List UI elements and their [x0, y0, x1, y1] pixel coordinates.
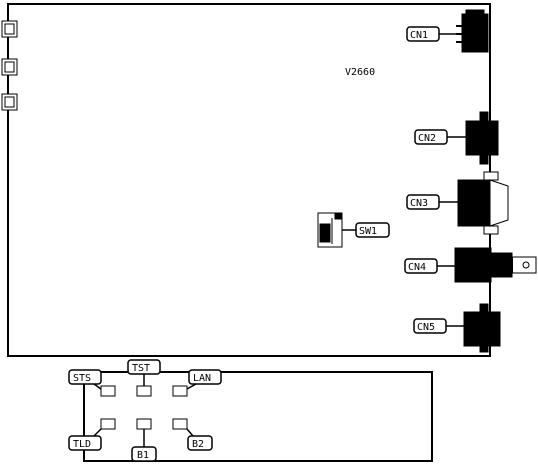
cn1-callout: CN1	[406, 26, 456, 42]
tld-label: TLD	[73, 439, 91, 450]
tld-callout: TLD	[68, 428, 102, 451]
b2-label: B2	[192, 439, 204, 450]
sts-callout: STS	[68, 369, 102, 390]
cn3-callout: CN3	[406, 194, 458, 210]
tst-callout: TST	[127, 359, 161, 386]
b1-label: B1	[137, 450, 149, 461]
tst-label: TST	[132, 363, 150, 374]
led-lan	[172, 385, 188, 397]
cn1-label: CN1	[410, 30, 428, 41]
cn4-connector	[454, 247, 537, 283]
led-tld	[100, 418, 116, 430]
sts-label: STS	[73, 373, 91, 384]
sw1-callout: SW1	[342, 222, 390, 238]
b1-callout: B1	[131, 429, 157, 462]
cn5-connector	[463, 303, 501, 353]
left-edge-tabs	[1, 20, 18, 111]
cn4-label: CN4	[408, 262, 426, 273]
cn1-connector	[456, 9, 489, 53]
cn2-callout: CN2	[414, 129, 466, 145]
lan-callout: LAN	[186, 369, 222, 390]
cn2-label: CN2	[418, 133, 436, 144]
cn4-callout: CN4	[404, 258, 455, 274]
lan-label: LAN	[193, 373, 211, 384]
sw1-label: SW1	[359, 226, 377, 237]
led-b2	[172, 418, 188, 430]
led-sts	[100, 385, 116, 397]
sw1-switch	[317, 212, 343, 248]
cn3-connector	[457, 171, 509, 235]
b2-callout: B2	[186, 428, 213, 451]
led-tst	[136, 385, 152, 397]
led-b1	[136, 418, 152, 430]
cn2-connector	[465, 111, 499, 165]
model-label: V2660	[345, 67, 375, 78]
main-board-outline	[7, 3, 491, 357]
cn5-label: CN5	[417, 322, 435, 333]
cn5-callout: CN5	[413, 318, 464, 334]
cn3-label: CN3	[410, 198, 428, 209]
